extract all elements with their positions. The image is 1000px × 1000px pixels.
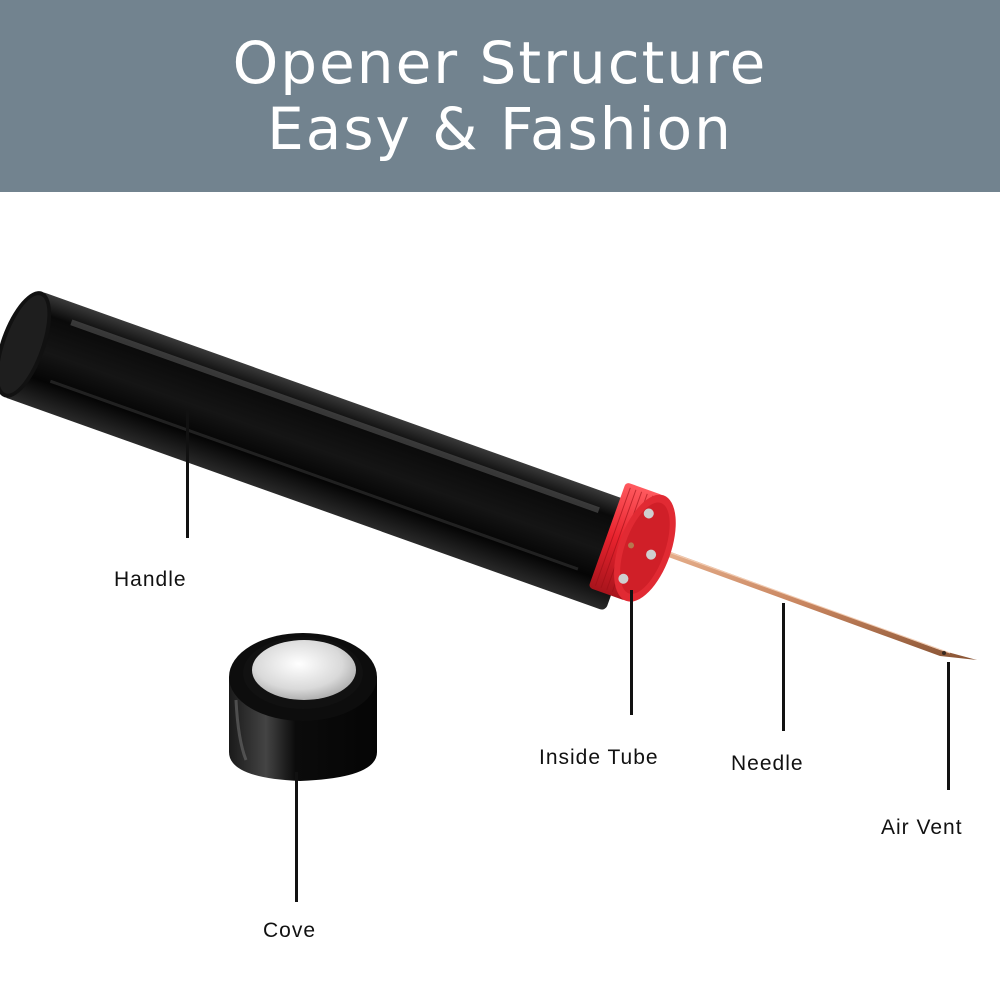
leader-inside-tube [630,590,633,715]
leader-handle [186,410,189,538]
header-banner: Opener Structure Easy & Fashion [0,0,1000,192]
label-air-vent: Air Vent [881,816,963,839]
leader-needle [782,603,785,731]
leader-cove [295,772,298,902]
label-inside-tube: Inside Tube [539,746,659,769]
leader-air-vent [947,662,950,790]
air-vent-hole [942,651,946,655]
label-handle: Handle [114,568,187,591]
label-cove: Cove [263,919,317,942]
cove-cap [229,633,377,781]
inside-tube-ring [589,483,676,602]
title-line-2: Easy & Fashion [267,95,733,163]
label-needle: Needle [731,752,804,775]
handle-body [0,291,642,610]
needle [659,548,977,660]
title-line-1: Opener Structure [232,29,768,97]
